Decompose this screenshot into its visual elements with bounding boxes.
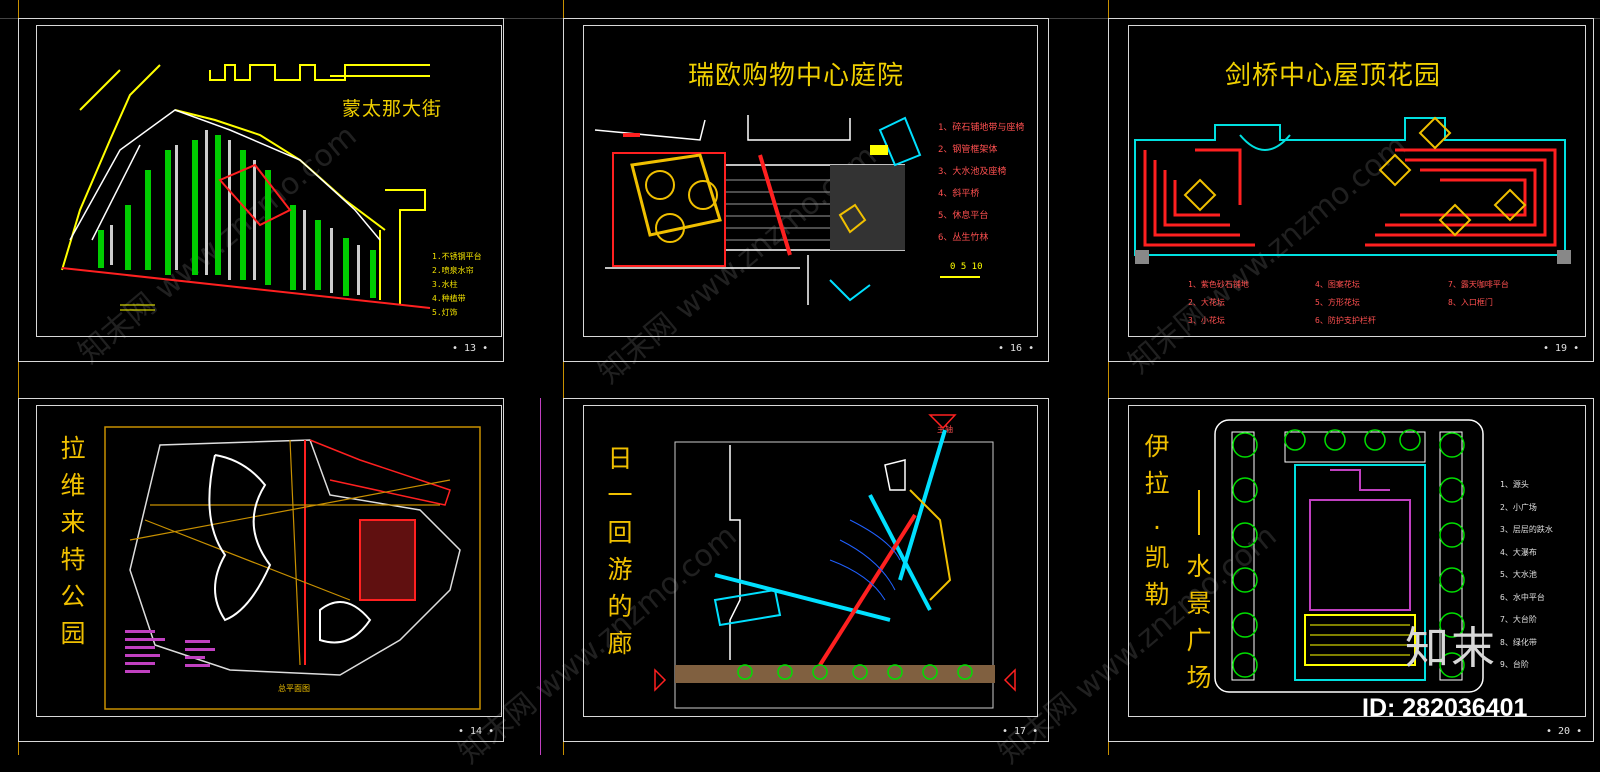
sheet-inner-frame: [583, 25, 1038, 337]
title-char: 的: [607, 592, 633, 621]
title-char: 公: [60, 582, 86, 611]
title-char: 特: [60, 545, 86, 574]
plan-title-vertical-right: 水 景 广 场: [1184, 548, 1214, 696]
legend-item: 4、图案花坛: [1315, 280, 1360, 289]
divider-line: [1108, 0, 1109, 755]
drawing-sheet-20[interactable]: [1108, 398, 1594, 742]
legend-item: 3、小花坛: [1188, 316, 1225, 325]
page-number: • 20 •: [1546, 726, 1583, 737]
plan-caption: 总平面图: [278, 684, 310, 693]
legend-item: 9、台阶: [1500, 660, 1529, 669]
title-char: 廊: [607, 629, 633, 658]
legend-item: 7、大台阶: [1500, 615, 1537, 624]
title-char: 场: [1186, 663, 1212, 692]
page-number: • 17 •: [1002, 726, 1039, 737]
plan-title: 剑桥中心屋顶花园: [1225, 61, 1442, 91]
plan-title-vertical-left: 伊 拉 . 凯 勒: [1142, 428, 1172, 613]
title-char: 广: [1186, 626, 1212, 655]
legend-item: 7、露天咖啡平台: [1448, 280, 1509, 289]
title-rule: [1198, 490, 1200, 535]
page-number: • 14 •: [458, 726, 495, 737]
plan-legend: 1、源头 2、小广场 3、层层的跌水 4、大瀑布 5、大水池 6、水中平台 7、…: [1500, 474, 1553, 677]
title-char: 维: [60, 471, 86, 500]
plan-title-vertical: 拉 维 来 特 公 园: [58, 430, 88, 652]
plan-title-vertical: 日 一 回 游 的 廊: [605, 440, 635, 662]
plan-legend: 1、碎石铺地带与座椅 2、钢管框架体 3、大水池及座椅 4、斜平桥 5、休息平台…: [938, 117, 1024, 249]
legend-item: 2、小广场: [1500, 502, 1537, 512]
page-number: • 13 •: [452, 343, 489, 354]
divider-line: [540, 398, 541, 755]
title-char: 景: [1186, 589, 1212, 618]
legend-item: 5、大水池: [1500, 570, 1537, 579]
divider-line: [18, 0, 19, 755]
page-number: • 16 •: [998, 343, 1035, 354]
title-char: 伊: [1144, 432, 1170, 461]
legend-item: 3.水柱: [432, 280, 458, 289]
drawing-sheet-14[interactable]: [18, 398, 504, 742]
legend-item: 8、绿化带: [1500, 637, 1537, 647]
page-number: • 19 •: [1543, 343, 1580, 354]
legend-item: 5、方形花坛: [1315, 298, 1360, 307]
title-char: 回: [607, 518, 633, 547]
legend-item: 4、大瀑布: [1500, 547, 1537, 557]
title-char: 游: [607, 555, 633, 584]
legend-item: 2、大花坛: [1188, 298, 1225, 307]
legend-item: 1.不锈钢平台: [432, 252, 482, 261]
title-char: 拉: [60, 434, 86, 463]
divider-line: [563, 0, 564, 755]
title-char: 水: [1186, 552, 1212, 581]
legend-item: 2.喷泉水帘: [432, 266, 474, 275]
title-char: 凯: [1144, 543, 1170, 572]
legend-item: 6、水中平台: [1500, 592, 1545, 602]
plan-legend-col3: 7、露天咖啡平台 8、入口框门: [1448, 276, 1509, 312]
legend-item: 1、源头: [1500, 480, 1529, 489]
legend-item: 2、钢管框架体: [938, 145, 998, 155]
drawing-sheet-16[interactable]: [563, 18, 1049, 362]
legend-item: 3、大水池及座椅: [938, 167, 1007, 177]
legend-item: 6、防护支护栏杆: [1315, 316, 1376, 325]
title-char: 勒: [1144, 580, 1170, 609]
sheet-inner-frame: [1128, 25, 1586, 337]
axis-tag: 主轴: [937, 425, 953, 434]
plan-legend-col2: 4、图案花坛 5、方形花坛 6、防护支护栏杆: [1315, 276, 1376, 330]
legend-item: 5、休息平台: [938, 211, 989, 221]
title-char: 拉: [1144, 469, 1170, 498]
drawing-sheet-19[interactable]: [1108, 18, 1594, 362]
legend-item: 3、层层的跌水: [1500, 525, 1553, 534]
sheet-inner-frame: [36, 25, 502, 337]
plan-title: 蒙太那大街: [342, 98, 443, 120]
drawing-sheet-13[interactable]: [18, 18, 504, 362]
legend-item: 8、入口框门: [1448, 298, 1493, 307]
watermark-id: ID: 282036401: [1362, 694, 1528, 722]
plan-legend: 1.不锈钢平台 2.喷泉水帘 3.水柱 4.种植带 5.灯饰: [432, 250, 482, 320]
title-char: 园: [60, 619, 86, 648]
watermark-logo: 知末: [1405, 623, 1497, 674]
title-char: 日: [607, 444, 633, 473]
scale-bar-label: 0 5 10: [950, 262, 983, 272]
title-char: 来: [60, 508, 86, 537]
legend-item: 5.灯饰: [432, 308, 458, 317]
title-char: .: [1153, 506, 1161, 535]
drawing-sheet-17[interactable]: [563, 398, 1049, 742]
legend-item: 4.种植带: [432, 294, 466, 303]
plan-title: 瑞欧购物中心庭院: [688, 61, 905, 91]
legend-item: 1、紫色砂石铺地: [1188, 280, 1249, 289]
title-char: 一: [607, 481, 633, 510]
sheet-inner-frame: [1128, 405, 1586, 717]
legend-item: 6、丛生竹林: [938, 233, 989, 243]
legend-item: 1、碎石铺地带与座椅: [938, 123, 1025, 133]
sheet-inner-frame: [36, 405, 502, 717]
legend-item: 4、斜平桥: [938, 189, 980, 199]
plan-legend-col1: 1、紫色砂石铺地 2、大花坛 3、小花坛: [1188, 276, 1249, 330]
sheet-inner-frame: [583, 405, 1038, 717]
